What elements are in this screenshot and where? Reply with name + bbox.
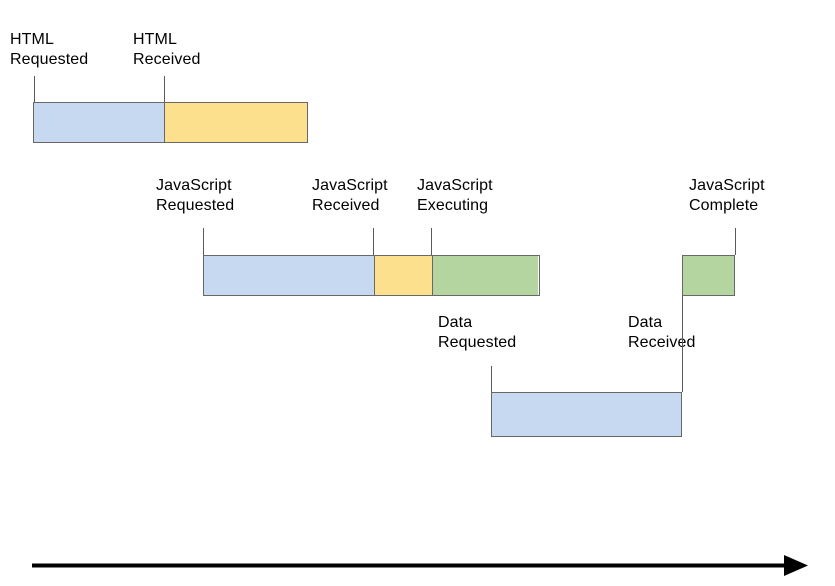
label-javascript-requested: JavaScript Requested (156, 176, 234, 216)
label-javascript-complete: JavaScript Complete (689, 176, 765, 216)
label-data-requested-line2: Requested (438, 334, 517, 351)
label-html-requested: HTML Requested (10, 30, 88, 70)
label-javascript-received-line2: Received (312, 197, 380, 214)
time-axis-arrow (32, 555, 808, 576)
label-data-requested: Data Requested (438, 313, 516, 353)
label-javascript-requested-line2: Requested (156, 197, 235, 214)
label-javascript-complete-line1: JavaScript (689, 177, 765, 194)
segment-js-request-wait (204, 256, 374, 295)
leader-javascript-complete (735, 228, 736, 255)
label-javascript-complete-line2: Complete (689, 197, 759, 214)
label-html-requested-line1: HTML (10, 31, 54, 48)
label-html-received-line2: Received (133, 51, 201, 68)
bar-javascript (203, 255, 540, 296)
label-javascript-received-line1: JavaScript (312, 177, 388, 194)
segment-html-transfer (164, 103, 307, 142)
label-javascript-executing-line1: JavaScript (417, 177, 493, 194)
label-javascript-requested-line1: JavaScript (156, 177, 232, 194)
leader-html-received (164, 76, 165, 102)
bar-data (491, 392, 682, 437)
leader-data-requested (491, 366, 492, 392)
leader-javascript-executing (431, 228, 432, 255)
label-data-received-line2: Received (628, 334, 696, 351)
leader-javascript-received (373, 228, 374, 255)
label-data-received: Data Received (628, 313, 696, 353)
leader-html-requested (34, 76, 35, 102)
leader-data-received (682, 296, 683, 392)
segment-js-executing (432, 256, 538, 295)
label-javascript-executing: JavaScript Executing (417, 176, 493, 216)
label-html-received-line1: HTML (133, 31, 177, 48)
label-html-received: HTML Received (133, 30, 201, 70)
time-axis-arrowhead-icon (784, 555, 808, 576)
bar-html (33, 102, 308, 143)
label-data-received-line1: Data (628, 314, 663, 331)
label-javascript-executing-line2: Executing (417, 197, 489, 214)
leader-javascript-requested (203, 228, 204, 255)
segment-js-resume (682, 255, 735, 296)
segment-js-transfer (374, 256, 432, 295)
label-data-requested-line1: Data (438, 314, 473, 331)
segment-html-request-wait (34, 103, 164, 142)
label-javascript-received: JavaScript Received (312, 176, 388, 216)
label-html-requested-line2: Requested (10, 51, 89, 68)
